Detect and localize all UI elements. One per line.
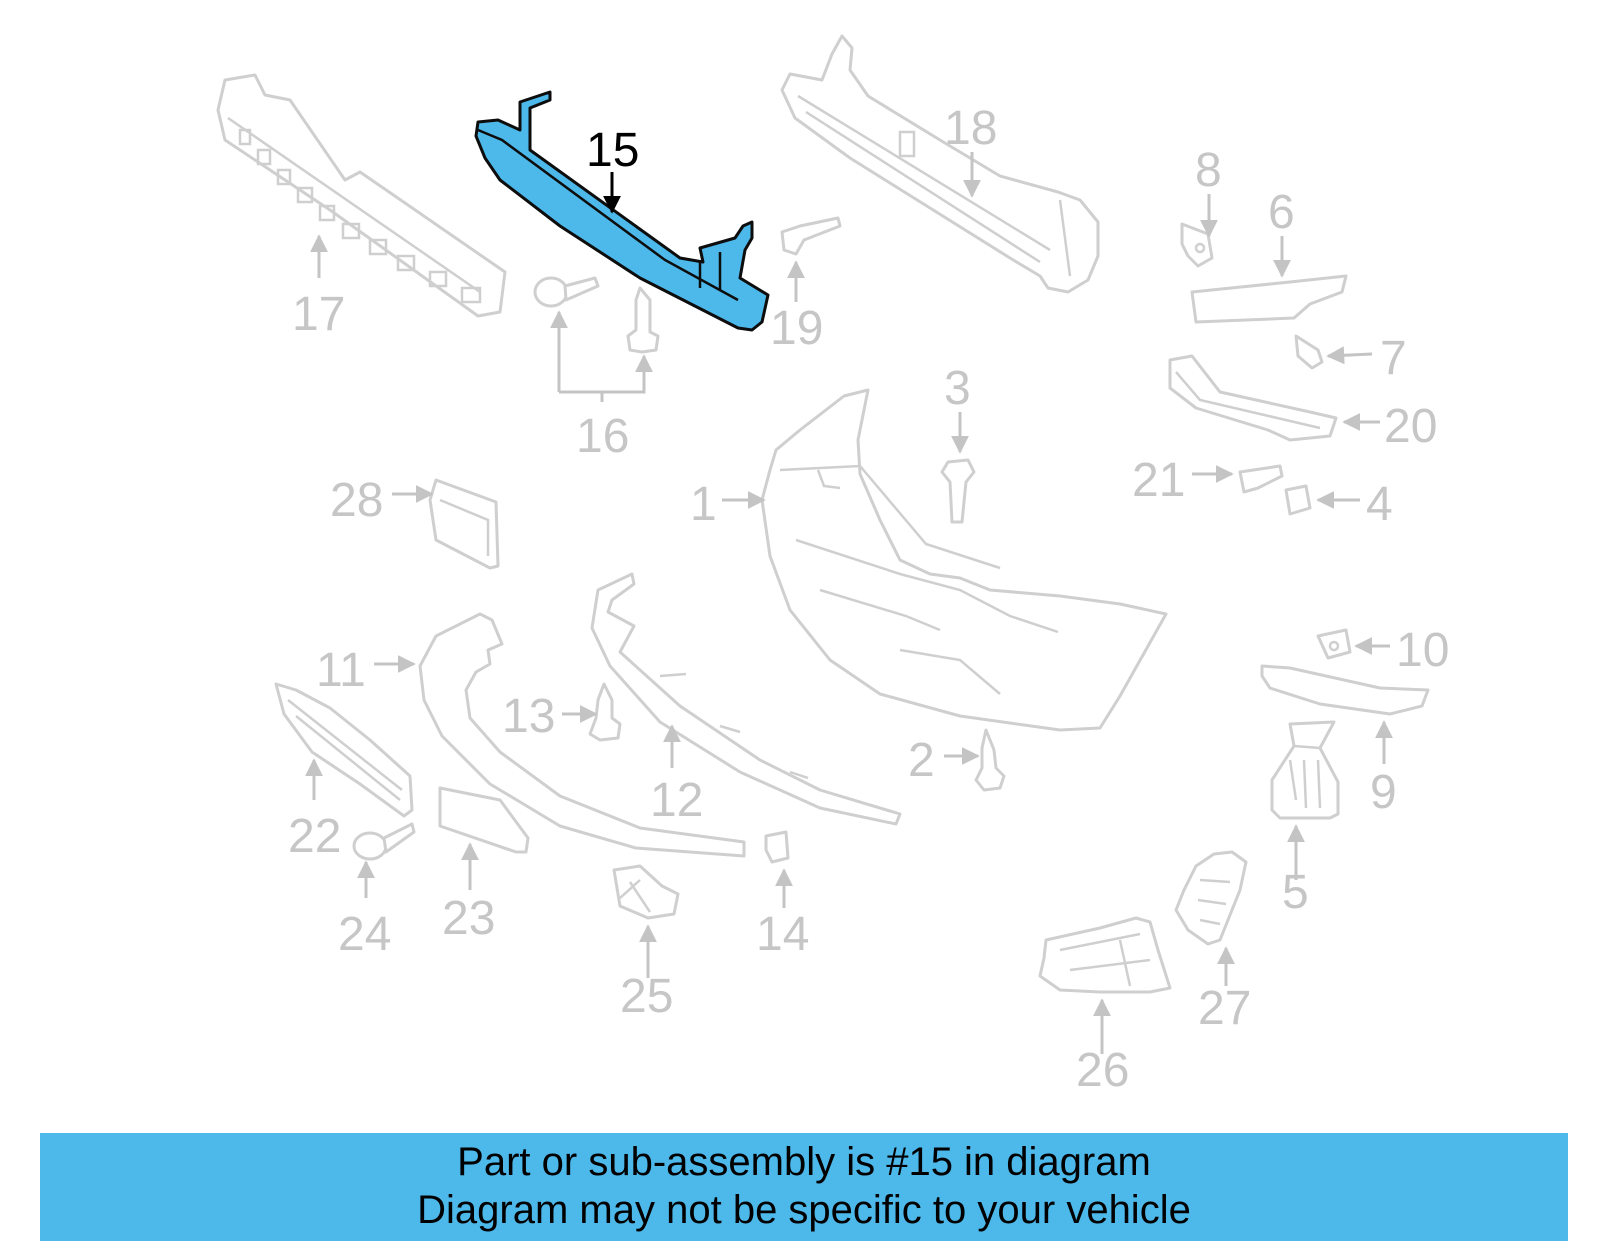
callout-24: 24 (338, 908, 391, 961)
part-3-clip: 3 (940, 362, 976, 524)
callout-28: 28 (330, 474, 383, 527)
part-11-molding: 11 (316, 612, 746, 858)
part-5-cover: 5 (1270, 720, 1340, 919)
part-17-energy-absorber: 17 (216, 73, 507, 341)
callout-10: 10 (1396, 624, 1449, 677)
part-15-bumper-reinforcement: 15 (474, 90, 770, 332)
part-26-air-duct: 26 (1038, 916, 1172, 1097)
callout-19: 19 (770, 302, 823, 355)
part-28-license-bracket: 28 (330, 474, 500, 570)
part-2-bolt: 2 (908, 728, 1006, 792)
callout-23: 23 (442, 892, 495, 945)
part-12-lower-valance: 12 (590, 572, 902, 827)
callout-13: 13 (502, 690, 555, 743)
callout-1: 1 (690, 478, 717, 531)
banner-line-2: Diagram may not be specific to your vehi… (417, 1188, 1191, 1232)
part-22-grille: 22 (274, 682, 414, 863)
part-21-screw: 21 (1132, 454, 1284, 507)
callout-11: 11 (316, 644, 366, 697)
callout-17: 17 (292, 288, 345, 341)
part-13-bolt: 13 (502, 682, 622, 743)
callout-14: 14 (756, 908, 809, 961)
part-18-impact-bar: 18 (780, 34, 1100, 294)
callout-2: 2 (908, 734, 935, 787)
part-14-clip: 14 (756, 830, 809, 961)
part-6-bracket: 6 (1190, 186, 1348, 324)
part-24-screw: 24 (338, 822, 416, 961)
callout-8: 8 (1195, 144, 1222, 197)
banner-line-1: Part or sub-assembly is #15 in diagram (457, 1140, 1151, 1184)
callout-15: 15 (586, 124, 639, 177)
part-19-bolt: 19 (770, 216, 842, 355)
callout-27: 27 (1198, 982, 1251, 1035)
callout-16: 16 (576, 410, 629, 463)
part-1-bumper-cover: 1 (690, 388, 1168, 732)
callout-9: 9 (1370, 766, 1397, 819)
callout-18: 18 (944, 102, 997, 155)
info-banner: Part or sub-assembly is #15 in diagram D… (40, 1133, 1568, 1241)
part-4-nut: 4 (1284, 478, 1393, 531)
callout-21: 21 (1132, 454, 1185, 507)
callout-4: 4 (1366, 478, 1393, 531)
part-16-bolts: 16 (533, 276, 660, 463)
part-7-screw: 7 (1294, 332, 1407, 385)
callout-3: 3 (944, 362, 971, 415)
part-23-trim: 23 (438, 786, 530, 945)
callout-20: 20 (1384, 400, 1437, 453)
part-9-molding: 9 (1260, 664, 1430, 819)
callout-25: 25 (620, 970, 673, 1023)
callout-6: 6 (1268, 186, 1295, 239)
callout-22: 22 (288, 810, 341, 863)
part-27-bracket: 27 (1174, 850, 1251, 1035)
callout-26: 26 (1076, 1044, 1129, 1097)
part-25-bracket: 25 (612, 864, 680, 1023)
part-8-clip: 8 (1180, 144, 1222, 268)
callout-12: 12 (650, 774, 703, 827)
part-20-bracket: 20 (1168, 354, 1437, 453)
parts-diagram: 17 15 16 19 18 8 (216, 34, 1449, 1097)
part-10-clip: 10 (1316, 624, 1449, 677)
callout-5: 5 (1282, 866, 1309, 919)
callout-7: 7 (1380, 332, 1407, 385)
